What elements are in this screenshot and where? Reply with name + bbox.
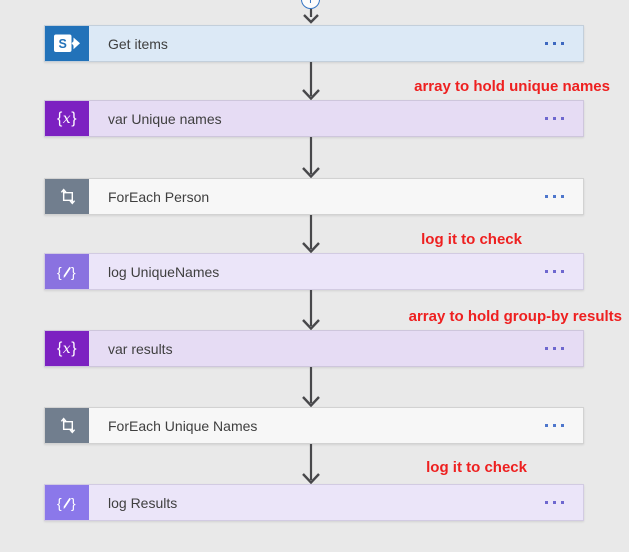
action-card-var-results[interactable]: {x} var results (44, 330, 584, 367)
apply-to-each-loop-icon (45, 408, 89, 443)
action-title: var Unique names (108, 110, 222, 127)
action-title: ForEach Unique Names (108, 417, 258, 434)
insert-step-button[interactable]: + (301, 0, 320, 9)
action-card-foreach-person[interactable]: ForEach Person (44, 178, 584, 215)
action-title: Get items (108, 35, 168, 52)
connector-arrow (302, 62, 320, 101)
action-title: var results (108, 340, 173, 357)
action-title: ForEach Person (108, 188, 210, 205)
action-card-log-results[interactable]: { } log Results (44, 484, 584, 521)
action-menu-button[interactable] (543, 418, 566, 433)
initialize-variable-icon: {x} (45, 331, 89, 366)
svg-text:}: } (71, 495, 76, 511)
action-menu-button[interactable] (543, 341, 566, 356)
connector-arrow (302, 290, 320, 331)
annotation-log-it-to-check-2: log it to check (426, 459, 527, 476)
connector-arrow (302, 137, 320, 179)
connector-arrow (302, 367, 320, 408)
sharepoint-icon: S (45, 26, 89, 61)
action-menu-button[interactable] (543, 264, 566, 279)
action-menu-button[interactable] (543, 189, 566, 204)
svg-text:}: } (71, 264, 76, 280)
svg-text:{: { (57, 495, 62, 511)
initialize-variable-icon: {x} (45, 101, 89, 136)
compose-icon: { } (45, 254, 89, 289)
action-menu-button[interactable] (543, 111, 566, 126)
annotation-array-unique-names: array to hold unique names (414, 78, 610, 95)
action-title: log UniqueNames (108, 263, 220, 280)
connector-arrow-top (303, 9, 319, 24)
connector-arrow (302, 444, 320, 485)
action-menu-button[interactable] (543, 36, 566, 51)
action-card-log-uniquenames[interactable]: { } log UniqueNames (44, 253, 584, 290)
action-card-var-unique-names[interactable]: {x} var Unique names (44, 100, 584, 137)
apply-to-each-loop-icon (45, 179, 89, 214)
connector-arrow (302, 215, 320, 254)
annotation-array-group-by: array to hold group-by results (408, 308, 622, 325)
svg-text:S: S (59, 37, 67, 51)
action-title: log Results (108, 494, 178, 511)
annotation-log-it-to-check-1: log it to check (421, 231, 522, 248)
compose-icon: { } (45, 485, 89, 520)
action-menu-button[interactable] (543, 495, 566, 510)
action-card-foreach-unique-names[interactable]: ForEach Unique Names (44, 407, 584, 444)
action-card-get-items[interactable]: S Get items (44, 25, 584, 62)
svg-text:{: { (57, 264, 62, 280)
